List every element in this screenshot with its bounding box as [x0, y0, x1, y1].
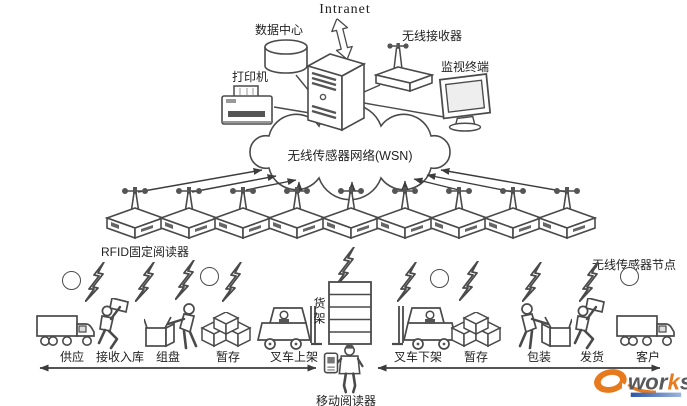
lightning-icon [579, 262, 605, 302]
palletizing-icon [144, 302, 204, 350]
step-label-forklift-unload: 叉车下架 [393, 350, 443, 364]
receiving-person-icon [96, 298, 136, 350]
rfid-reader-icon [535, 182, 599, 240]
step-label-receiving: 接收入库 [95, 350, 145, 364]
monitor-icon [436, 72, 494, 132]
data-center-label: 数据中心 [254, 23, 304, 37]
supply-truck-icon [36, 314, 100, 348]
step-label-forklift-load: 叉车上架 [269, 350, 319, 364]
shipping-person-icon [572, 298, 612, 350]
staging-boxes-2-icon [450, 312, 502, 348]
lightning-icon [222, 262, 248, 302]
step-label-palletizing: 组盘 [155, 350, 181, 364]
step-label-staging-1: 暂存 [215, 350, 241, 364]
mobile-reader-label: 移动阅读器 [315, 394, 377, 406]
packing-icon [512, 302, 572, 350]
rack-icon [328, 281, 372, 345]
database-cylinder-icon [262, 38, 310, 76]
logo-e-swoosh [626, 383, 656, 394]
step-label-customer: 客户 [635, 350, 661, 364]
wireless-sensor-node-label: 无线传感器节点 [591, 258, 677, 272]
step-label-packing: 包装 [526, 350, 552, 364]
sensor-node-icon [62, 271, 81, 290]
sensor-node-icon [200, 267, 219, 286]
step-label-shipping: 发货 [579, 350, 605, 364]
forklift-unload-icon [392, 304, 458, 350]
wsn-cloud-label: 无线传感器网络(WSN) [287, 149, 413, 163]
step-label-staging-2: 暂存 [463, 350, 489, 364]
staging-boxes-icon [200, 312, 252, 348]
lightning-icon [522, 262, 548, 302]
eworks-logo: works [594, 369, 687, 397]
printer-icon [220, 84, 276, 128]
rack-label: 货架 [312, 297, 326, 327]
lightning-icon [85, 262, 111, 302]
wireless-receiver-label: 无线接收器 [401, 29, 463, 43]
svg-text:works: works [628, 370, 687, 395]
logo-blue-bar [630, 392, 682, 397]
printer-label: 打印机 [231, 70, 269, 84]
monitor-terminal-label: 监视终端 [440, 60, 490, 74]
rfid-fixed-reader-label: RFID固定阅读器 [101, 245, 189, 259]
sensor-node-icon [430, 269, 449, 288]
wireless-receiver-icon [374, 40, 434, 92]
customer-truck-icon [616, 314, 680, 348]
lightning-icon [135, 262, 161, 302]
sensor-node-icon [620, 267, 639, 286]
lightning-icon [175, 260, 201, 300]
lightning-icon [397, 262, 423, 302]
server-icon [306, 52, 366, 132]
step-label-supply: 供应 [59, 350, 85, 364]
lightning-icon [459, 261, 485, 301]
mobile-reader-person-icon [320, 344, 368, 394]
intranet-label: Intranet [319, 2, 371, 17]
